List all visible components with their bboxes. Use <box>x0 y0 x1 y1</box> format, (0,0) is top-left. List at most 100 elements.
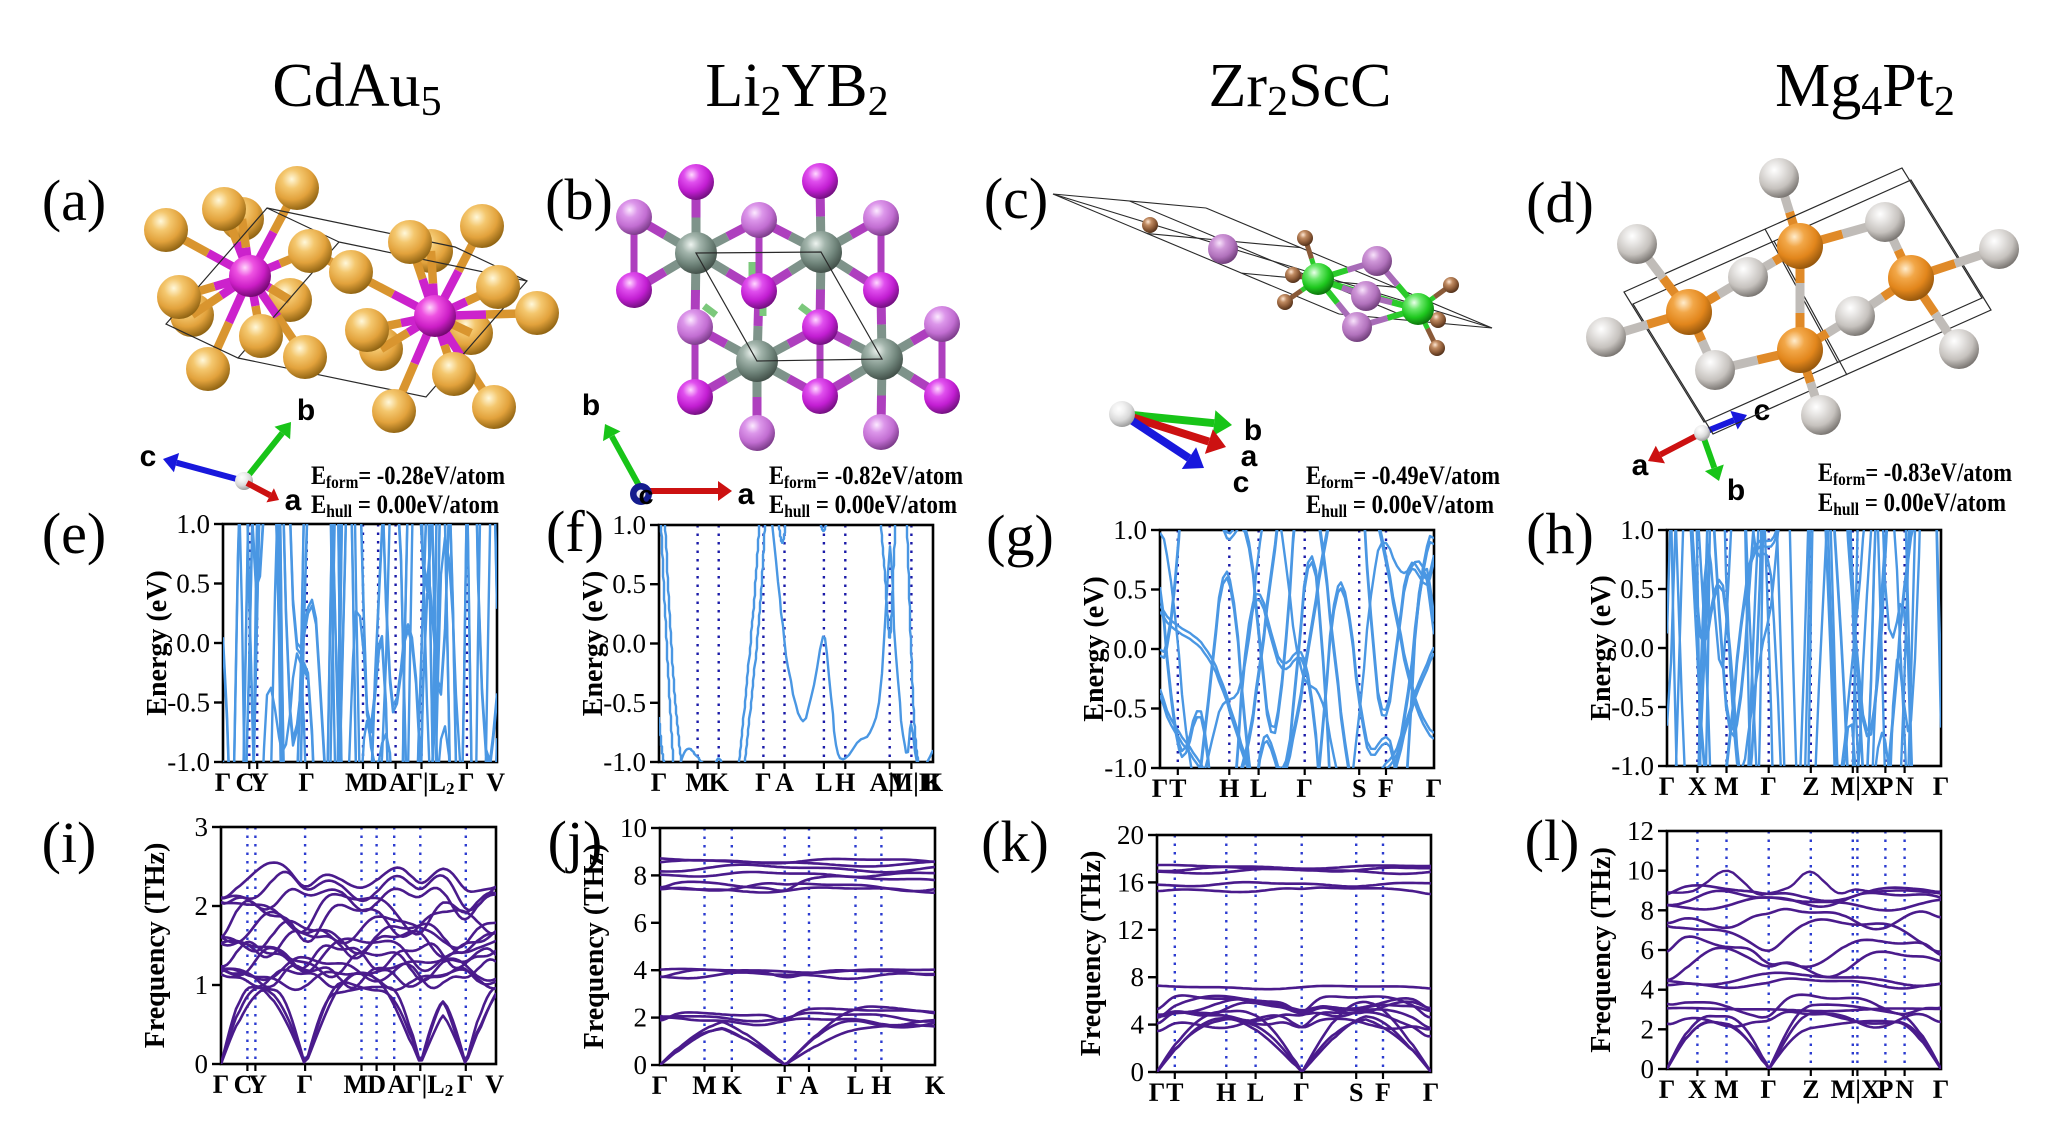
svg-text:Eform= -0.49eV/atom: Eform= -0.49eV/atom <box>1306 460 1500 492</box>
svg-text:Γ: Γ <box>1933 1075 1950 1104</box>
svg-text:3: 3 <box>195 812 209 842</box>
svg-text:N: N <box>1895 1075 1914 1104</box>
svg-text:K: K <box>722 1071 743 1100</box>
svg-text:Γ: Γ <box>1659 1075 1676 1104</box>
svg-text:V: V <box>486 768 505 797</box>
svg-text:Γ: Γ <box>1933 772 1950 801</box>
svg-text:c: c <box>638 480 653 510</box>
svg-text:0: 0 <box>1641 1054 1655 1084</box>
svg-text:0.0: 0.0 <box>1113 634 1147 664</box>
svg-text:Γ: Γ <box>298 768 315 797</box>
svg-text:6: 6 <box>1641 935 1655 965</box>
svg-text:10: 10 <box>620 813 647 843</box>
svg-text:2: 2 <box>634 1003 648 1033</box>
svg-text:6: 6 <box>634 908 648 938</box>
svg-text:CdAu5: CdAu5 <box>272 52 441 125</box>
svg-text:Γ: Γ <box>457 1070 474 1099</box>
svg-text:(j): (j) <box>548 809 603 874</box>
svg-text:M: M <box>1714 1075 1739 1104</box>
svg-text:Γ: Γ <box>1760 772 1777 801</box>
svg-text:a: a <box>1632 449 1649 482</box>
svg-text:M|X: M|X <box>1831 1075 1880 1104</box>
svg-text:Frequency (THz): Frequency (THz) <box>140 843 171 1049</box>
svg-text:-0.5: -0.5 <box>1104 694 1147 724</box>
svg-text:1.0: 1.0 <box>1113 515 1147 545</box>
svg-text:Γ: Γ <box>1760 1075 1777 1104</box>
svg-text:X: X <box>1688 1075 1707 1104</box>
svg-text:-1.0: -1.0 <box>1104 753 1147 783</box>
svg-text:D: D <box>367 1070 386 1099</box>
svg-text:4: 4 <box>634 955 648 985</box>
svg-text:M: M <box>1714 772 1739 801</box>
svg-text:(l): (l) <box>1525 808 1580 873</box>
svg-text:(e): (e) <box>42 501 106 566</box>
svg-text:0.0: 0.0 <box>1620 633 1654 663</box>
svg-text:16: 16 <box>1117 867 1144 897</box>
svg-text:H: H <box>835 768 855 797</box>
svg-text:Γ: Γ <box>215 768 232 797</box>
svg-text:Γ: Γ <box>1296 774 1313 803</box>
svg-text:Γ: Γ <box>1149 1078 1166 1107</box>
svg-text:10: 10 <box>1627 856 1654 886</box>
svg-text:Li2YB2: Li2YB2 <box>705 52 888 125</box>
svg-text:Frequency (THz): Frequency (THz) <box>1076 851 1107 1057</box>
svg-text:0.0: 0.0 <box>612 629 646 659</box>
svg-text:A: A <box>800 1071 819 1100</box>
svg-text:(k): (k) <box>981 809 1049 874</box>
svg-text:-0.5: -0.5 <box>1611 692 1654 722</box>
svg-text:-1.0: -1.0 <box>1611 751 1654 781</box>
svg-text:(c): (c) <box>984 166 1048 231</box>
svg-text:(i): (i) <box>42 810 97 875</box>
svg-text:S: S <box>1352 774 1366 803</box>
svg-text:C: C <box>234 1070 253 1099</box>
svg-text:Zr2ScC: Zr2ScC <box>1209 52 1392 125</box>
svg-text:Γ: Γ <box>297 1070 314 1099</box>
svg-text:N: N <box>1895 772 1914 801</box>
svg-text:b: b <box>582 389 600 422</box>
svg-text:0: 0 <box>1131 1057 1145 1087</box>
svg-text:T: T <box>1166 1078 1183 1107</box>
svg-text:c: c <box>1754 394 1771 427</box>
svg-text:H: H <box>1216 1078 1236 1107</box>
svg-text:S: S <box>1349 1078 1363 1107</box>
svg-text:c: c <box>1233 466 1250 499</box>
svg-text:(g): (g) <box>986 503 1054 568</box>
svg-text:M: M <box>345 768 370 797</box>
svg-text:1.0: 1.0 <box>176 509 210 539</box>
svg-text:Γ: Γ <box>651 768 668 797</box>
svg-text:8: 8 <box>634 860 648 890</box>
svg-text:Γ: Γ <box>458 768 475 797</box>
svg-text:Γ: Γ <box>1659 772 1676 801</box>
svg-text:(a): (a) <box>42 168 106 233</box>
svg-text:Γ: Γ <box>1423 1078 1440 1107</box>
svg-text:8: 8 <box>1131 962 1145 992</box>
svg-text:(h): (h) <box>1526 501 1594 566</box>
svg-text:Z: Z <box>1802 1075 1819 1104</box>
svg-text:12: 12 <box>1627 816 1654 846</box>
svg-text:Y: Y <box>250 768 269 797</box>
svg-text:M: M <box>685 768 710 797</box>
svg-text:b: b <box>1244 414 1262 447</box>
svg-text:Energy (eV): Energy (eV) <box>578 571 609 716</box>
svg-text:1.0: 1.0 <box>612 510 646 540</box>
svg-text:Frequency (THz): Frequency (THz) <box>1586 847 1617 1053</box>
svg-text:12: 12 <box>1117 915 1144 945</box>
svg-text:T: T <box>1169 774 1186 803</box>
svg-text:Mg4Pt2: Mg4Pt2 <box>1775 52 1955 125</box>
svg-text:b: b <box>1727 474 1745 507</box>
svg-text:-1.0: -1.0 <box>167 747 210 777</box>
svg-text:-0.5: -0.5 <box>167 688 210 718</box>
svg-text:c: c <box>140 440 157 473</box>
svg-text:K: K <box>709 768 730 797</box>
svg-text:a: a <box>285 484 302 517</box>
svg-text:0.5: 0.5 <box>1113 575 1147 605</box>
svg-text:1.0: 1.0 <box>1620 515 1654 545</box>
svg-text:Frequency (THz): Frequency (THz) <box>579 844 610 1050</box>
svg-text:2: 2 <box>195 891 209 921</box>
svg-text:a: a <box>738 478 755 511</box>
svg-text:P: P <box>1877 772 1893 801</box>
svg-text:0.5: 0.5 <box>176 569 210 599</box>
svg-text:Γ: Γ <box>1426 774 1443 803</box>
svg-text:1: 1 <box>195 970 209 1000</box>
svg-text:-1.0: -1.0 <box>603 747 646 777</box>
